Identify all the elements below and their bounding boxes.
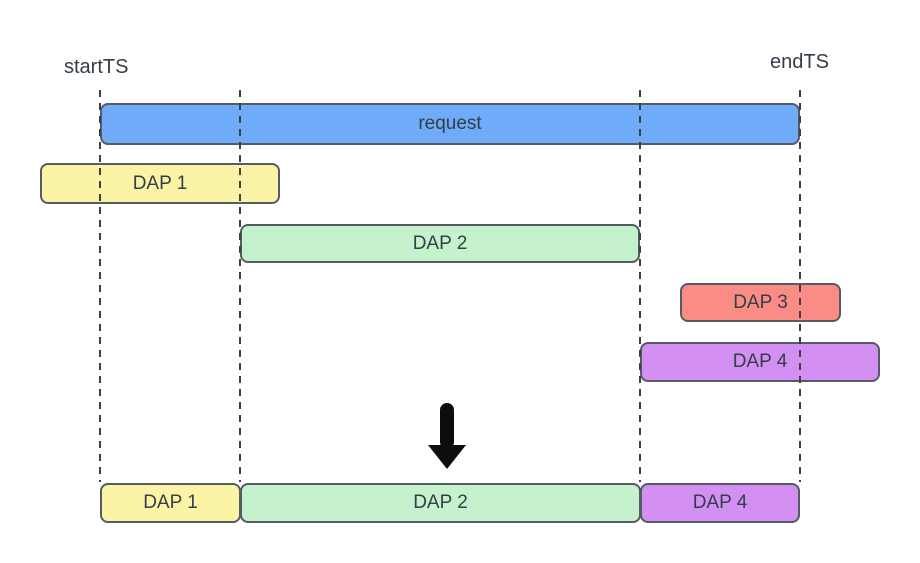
dap1-bar: DAP 1 — [40, 163, 280, 204]
dap3-bar: DAP 3 — [680, 283, 841, 322]
result-dap2-bar: DAP 2 — [240, 483, 641, 523]
dap2-bar-label: DAP 2 — [412, 232, 468, 254]
start-ts-label: startTS — [64, 56, 129, 78]
dap4-bar-label: DAP 4 — [732, 351, 788, 372]
request-bar: request — [100, 103, 800, 145]
dap3-bar-label: DAP 3 — [733, 291, 788, 313]
result-dap1-bar: DAP 1 — [100, 483, 241, 523]
dashed-line-boundary-2 — [639, 90, 641, 482]
dashed-line-start-ts — [99, 90, 101, 482]
request-bar-label: request — [418, 113, 482, 134]
dashed-line-boundary-1 — [239, 90, 241, 482]
dashed-line-end-ts — [799, 90, 801, 482]
dap4-bar: DAP 4 — [640, 342, 880, 382]
result-dap4-label: DAP 4 — [692, 492, 748, 513]
down-arrow-icon — [428, 403, 466, 469]
result-dap1-label: DAP 1 — [143, 492, 198, 513]
dap1-bar-label: DAP 1 — [132, 172, 188, 194]
result-dap2-label: DAP 2 — [413, 492, 468, 513]
end-ts-label: endTS — [770, 51, 829, 73]
result-dap4-bar: DAP 4 — [640, 483, 800, 523]
dap2-bar: DAP 2 — [240, 224, 640, 263]
